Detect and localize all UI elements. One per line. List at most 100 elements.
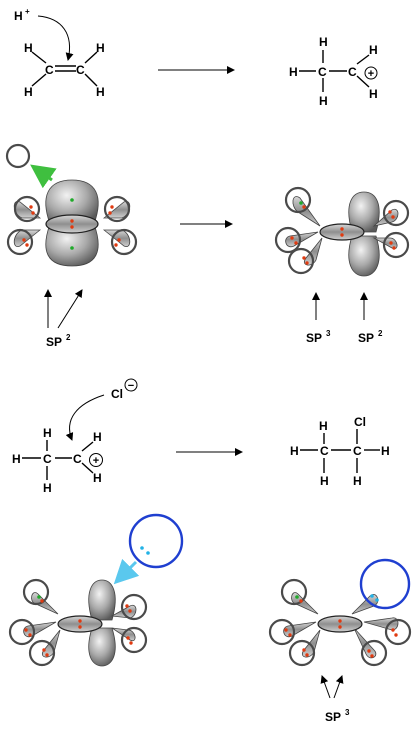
hydrogen-circle <box>110 228 138 256</box>
p-orbital-lobe-top <box>88 579 116 621</box>
atom-c: C <box>43 452 52 466</box>
sp3-lobe <box>363 617 399 631</box>
atom-c: C <box>45 63 54 77</box>
anion-charge-circle <box>124 378 138 392</box>
atom-h: H <box>369 87 378 101</box>
hydrogen-circle <box>8 618 36 646</box>
bonds-ethene <box>31 51 98 87</box>
chlorine-orbital-circle <box>359 558 411 610</box>
hybridization-label: SP <box>325 710 341 724</box>
sp3-lobe <box>304 237 323 266</box>
hybridization-label: SP <box>358 331 374 345</box>
atom-h: H <box>96 41 105 55</box>
sigma-bond-ellipse <box>45 214 99 234</box>
hydrogen-circle <box>384 618 412 646</box>
hydrogen-circle <box>28 639 56 667</box>
hydrogen-circle <box>120 626 148 654</box>
cation-charge-circle <box>89 453 103 467</box>
atom-h: H <box>319 419 328 433</box>
p-orbital-lobe-bottom <box>45 223 99 267</box>
hydrogen-circle <box>268 618 296 646</box>
atom-h: H <box>93 430 102 444</box>
atom-h: H <box>289 65 298 79</box>
hydrogen-circle <box>288 639 316 667</box>
atom-h: H <box>353 474 362 488</box>
atom-c: C <box>348 65 357 79</box>
hydrogen-circle <box>382 199 410 227</box>
proton-approach-arrow <box>30 164 57 189</box>
nucleophile-approach-arrow <box>113 558 140 585</box>
atom-h: H <box>24 41 33 55</box>
hydrogen-circle <box>103 195 131 223</box>
atom-c: C <box>73 452 82 466</box>
atom-c: C <box>76 63 85 77</box>
hybridization-label-sup: 2 <box>66 333 71 342</box>
cation-charge-circle <box>364 66 378 80</box>
reaction-2: Cl − H H C C H H H + Cl H H C C H H H <box>12 378 390 495</box>
p-orbital-lobe-bottom <box>88 627 116 667</box>
atom-h: H <box>43 426 52 440</box>
hydrogen-circle <box>22 578 50 606</box>
orbital-cation-attack <box>8 513 184 667</box>
chloride-orbital-circle <box>128 513 184 569</box>
p-orbital-lobe-bottom <box>348 235 380 277</box>
empty-orbital-circle <box>5 143 31 169</box>
chloride-label: Cl <box>111 387 123 401</box>
sp2-lobe <box>372 237 398 250</box>
hydrogen-circle <box>287 247 315 275</box>
hydrogen-circle <box>284 186 312 214</box>
sp3-lobe <box>285 231 319 248</box>
hybridization-label-sup: 2 <box>378 329 383 338</box>
atom-c: C <box>353 444 362 458</box>
sigma-bond-ellipse <box>57 615 103 633</box>
atom-h: H <box>96 85 105 99</box>
hydrogen-circle <box>382 231 410 259</box>
atom-h: H <box>290 444 299 458</box>
atom-h: H <box>319 35 328 49</box>
sp3-lobe <box>42 629 61 658</box>
chloride-charge: − <box>128 380 134 392</box>
label-arrow <box>333 675 344 699</box>
atom-h: H <box>369 43 378 57</box>
bonds-chloroethane <box>300 429 380 473</box>
atom-cl: Cl <box>354 415 366 429</box>
p-orbital-lobe-top <box>45 179 99 225</box>
orbital-ethene <box>5 143 138 267</box>
atom-c: C <box>318 65 327 79</box>
hydrogen-circle <box>360 639 388 667</box>
atom-h: H <box>12 452 21 466</box>
bonds-ethyl-cation <box>299 50 370 92</box>
sigma-bond-ellipse <box>317 615 363 633</box>
atom-h: H <box>93 471 102 485</box>
atom-h: H <box>24 85 33 99</box>
label-arrow <box>320 675 331 699</box>
electron-dots <box>22 198 121 250</box>
p-orbital-lobe-top <box>348 191 380 233</box>
product-charge: + <box>368 68 374 80</box>
hybridization-label: SP <box>46 335 62 349</box>
hybridization-label-sup: 3 <box>326 329 331 338</box>
sigma-bond-ellipse <box>319 223 365 241</box>
atom-h: H <box>320 474 329 488</box>
orbital-ethyl-cation <box>274 186 410 277</box>
atom-h: H <box>381 444 390 458</box>
atom-c: C <box>320 444 329 458</box>
proton-charge: + <box>25 7 30 16</box>
reaction-1: H + H H C C H H H H H C C H H + <box>14 7 378 108</box>
reactant-charge: + <box>93 455 99 467</box>
hydrogen-circle <box>120 593 148 621</box>
electron-dots <box>24 595 133 657</box>
atom-h: H <box>43 481 52 495</box>
electron-dots <box>284 594 398 658</box>
hydrogen-circle <box>13 195 41 223</box>
hydrogen-circle <box>274 226 302 254</box>
electron-dots <box>290 201 396 265</box>
hydrogen-circle <box>6 228 34 256</box>
orbital-chloroethane <box>268 558 412 667</box>
curved-arrow-chloride <box>65 394 105 441</box>
bonds-ethyl-cation <box>22 440 94 480</box>
atom-h: H <box>319 94 328 108</box>
curved-arrow-proton <box>37 15 74 61</box>
sp3-lobe <box>302 629 321 658</box>
